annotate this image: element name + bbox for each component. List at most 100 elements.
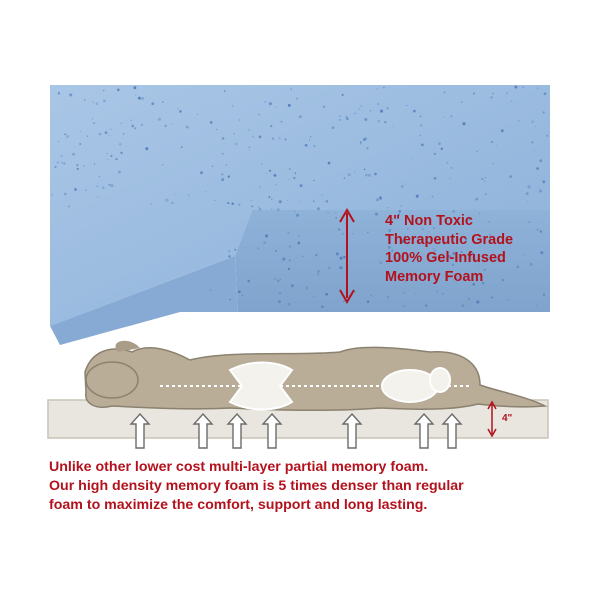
foam-speck — [93, 122, 96, 125]
support-arrow-icon — [341, 412, 363, 449]
foam-speck — [500, 129, 504, 133]
foam-speck — [290, 88, 292, 90]
foam-speck — [61, 161, 63, 164]
foam-speck — [388, 229, 392, 233]
foam-speck — [248, 149, 250, 151]
foam-speckles — [51, 85, 549, 308]
foam-speck — [211, 165, 214, 168]
foam-speck — [321, 305, 324, 308]
foam-speck — [313, 295, 315, 297]
foam-speck — [279, 278, 282, 280]
foam-speck — [364, 173, 368, 177]
foam-speck — [315, 253, 318, 257]
foam-speck — [209, 289, 212, 292]
foam-speck — [535, 304, 538, 307]
foam-speck — [276, 208, 280, 212]
foam-speck — [54, 165, 57, 169]
foam-speck — [491, 162, 494, 165]
foam-speck — [277, 300, 281, 304]
foam-speck — [200, 171, 203, 175]
foam-speck — [131, 124, 135, 128]
foam-speck — [233, 132, 235, 135]
foam-speck — [433, 227, 435, 229]
foam-speck — [366, 300, 370, 304]
foam-speck — [413, 109, 416, 113]
foam-speck — [359, 142, 362, 145]
foam-speck — [185, 125, 189, 129]
foam-speck — [227, 201, 230, 205]
foam-speck — [305, 286, 309, 290]
foam-speck — [500, 241, 504, 245]
foam-speck — [63, 192, 67, 196]
foam-top-surface — [50, 85, 550, 326]
foam-speck — [165, 198, 169, 202]
foam-speck — [461, 304, 465, 307]
foam-speck — [290, 284, 294, 288]
foam-speck — [247, 279, 250, 283]
foam-speck — [109, 128, 112, 131]
foam-speck — [481, 281, 485, 285]
foam-speck — [533, 149, 535, 152]
foam-speck — [335, 212, 337, 214]
foam-speck — [313, 145, 316, 148]
support-arrow-icon — [441, 412, 463, 449]
foam-speck — [294, 210, 296, 213]
foam-speck — [522, 254, 524, 256]
foam-speck — [358, 108, 360, 110]
foam-speck — [335, 252, 339, 256]
foam-speck — [488, 233, 492, 237]
foam-speck — [67, 205, 71, 208]
skeleton — [160, 361, 470, 411]
support-arrow-icon — [226, 412, 248, 449]
foam-speck — [463, 219, 465, 221]
foam-speck — [398, 210, 401, 213]
foam-speck — [369, 110, 372, 112]
foam-speck — [354, 112, 356, 115]
foam-speck — [177, 108, 179, 110]
foam-speck — [325, 292, 328, 296]
foam-speck — [274, 183, 277, 186]
foam-speck — [268, 169, 272, 172]
foam-speck — [103, 89, 105, 92]
foam-speck — [297, 235, 300, 238]
foam-speck — [278, 291, 282, 295]
foam-speck — [96, 185, 99, 188]
foam-speck — [379, 109, 384, 113]
foam-speck — [387, 245, 391, 249]
foam-speck — [141, 97, 145, 100]
foam-speck — [446, 161, 449, 164]
foam-speck — [507, 299, 509, 301]
foam-speck — [364, 118, 368, 121]
foam-speck — [543, 92, 547, 96]
foam-speck — [476, 150, 478, 152]
foam-speck — [248, 145, 251, 149]
foam-speck — [538, 189, 543, 193]
foam-speck — [527, 200, 529, 202]
foam-speck — [534, 125, 537, 128]
foam-speck — [421, 227, 424, 231]
foam-speck — [354, 171, 356, 173]
foam-speck — [406, 104, 408, 107]
foam-speck — [483, 268, 486, 271]
foam-speck — [400, 185, 404, 188]
foam-speck — [460, 250, 463, 254]
foam-speck — [133, 86, 137, 90]
foam-speck — [522, 86, 525, 89]
foam-speck — [472, 282, 476, 286]
foam-speck — [258, 206, 260, 209]
foam-speck — [403, 236, 405, 238]
foam-speck — [477, 265, 479, 267]
foam-speck — [400, 205, 403, 207]
foam-speck — [377, 119, 381, 123]
foam-speck — [214, 199, 216, 201]
foam-speck — [58, 91, 60, 93]
foam-speck — [529, 262, 533, 266]
foam-speck — [274, 106, 276, 108]
foam-speck — [384, 120, 387, 124]
foam-speck — [322, 105, 326, 108]
foam-speck — [137, 96, 141, 100]
foam-speck — [221, 137, 225, 140]
foam-speck — [419, 134, 422, 137]
foam-speck — [516, 265, 520, 269]
foam-speck — [440, 147, 444, 151]
